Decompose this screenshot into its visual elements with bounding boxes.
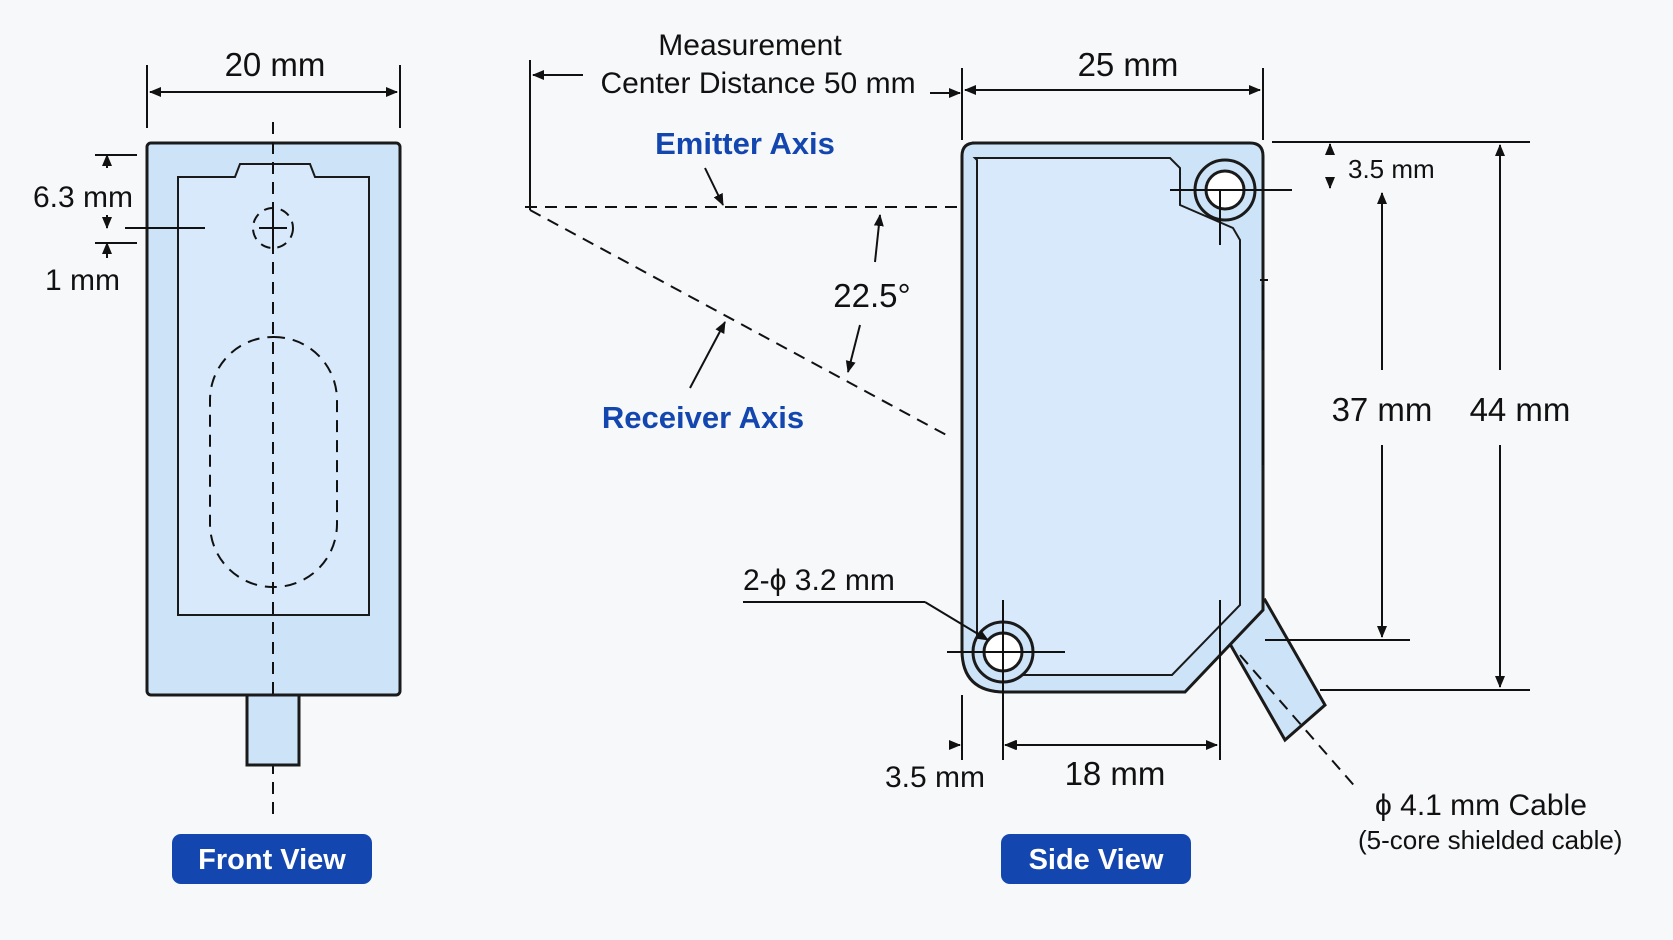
side-view-badge bbox=[1001, 834, 1191, 884]
side-width-label: 25 mm bbox=[1078, 46, 1179, 83]
holes-leader-arrow bbox=[924, 601, 989, 641]
side-face-recess bbox=[972, 157, 1241, 676]
front-6-3-label: 6.3 mm bbox=[33, 181, 133, 214]
hole-pitch-horizontal-label: 18 mm bbox=[1065, 755, 1166, 792]
cable-label-line2: (5-core shielded cable) bbox=[1358, 825, 1622, 855]
front-1-label: 1 mm bbox=[45, 264, 120, 297]
side-view: 25 mm 3.5 mm 37 mm bbox=[743, 46, 1622, 884]
hole-pitch-vertical-label: 37 mm bbox=[1332, 391, 1433, 428]
front-view-badge-label: Front View bbox=[198, 844, 346, 876]
front-cable bbox=[245, 693, 301, 767]
receiver-axis-label: Receiver Axis bbox=[602, 400, 804, 435]
receiver-axis-leader bbox=[689, 321, 726, 389]
side-cable-center-line bbox=[1239, 654, 1359, 791]
angle-arrow-up bbox=[873, 214, 884, 263]
side-view-badge-label: Side View bbox=[1029, 844, 1164, 876]
angle-label: 22.5° bbox=[833, 277, 910, 314]
cable-label-line1: ϕ 4.1 mm Cable bbox=[1375, 789, 1587, 822]
emitter-axis-label: Emitter Axis bbox=[655, 126, 835, 161]
front-view: 20 mm 6.3 mm 1 mm Front View bbox=[33, 46, 402, 884]
height-label: 44 mm bbox=[1470, 391, 1571, 428]
optical-axes: Measurement Center Distance 50 mm Emitte… bbox=[525, 29, 961, 438]
measurement-label-line1: Measurement bbox=[658, 29, 842, 62]
emitter-axis-leader bbox=[704, 167, 724, 206]
measurement-label-line2: Center Distance 50 mm bbox=[600, 67, 915, 100]
front-view-badge bbox=[172, 834, 372, 884]
front-width-label: 20 mm bbox=[225, 46, 326, 83]
angle-arrow-down bbox=[845, 324, 861, 373]
top-hole-offset-label: 3.5 mm bbox=[1348, 154, 1435, 184]
left-hole-offset-label: 3.5 mm bbox=[885, 761, 985, 794]
holes-label: 2-ϕ 3.2 mm bbox=[743, 564, 895, 597]
